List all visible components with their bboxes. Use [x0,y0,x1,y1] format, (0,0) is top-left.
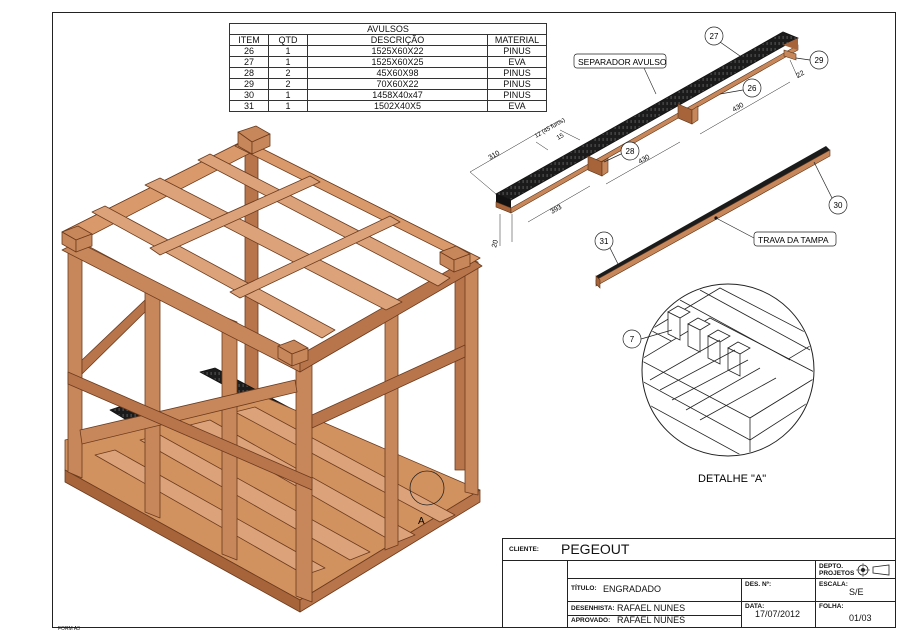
balloon-28-circle [620,141,640,161]
crate-illustration [61,125,483,613]
cliente-value: PEGEOUT [561,541,630,557]
balloons [594,26,848,349]
cell: 31 [229,100,269,112]
balloon-27: 27 [710,32,719,41]
trava-da-tampa-view [595,146,831,289]
dim-430-b: 430 [732,102,746,114]
balloon-26: 26 [748,84,757,93]
balloon-27-circle [704,26,724,46]
drawing-sheet-border [52,12,896,628]
balloon-31-circle [594,231,614,251]
dim-22: 22 [796,70,806,80]
des-no-label: DES. Nº: [745,581,772,588]
escala-label: ESCALA: [819,581,848,588]
dim-430-a: 430 [638,154,652,166]
dim-393: 393 [550,204,564,216]
data-label: DATA: [745,603,765,610]
detail-a-view [641,283,815,457]
escala-value: S/E [849,587,864,597]
detail-a-marker-label: A [418,516,425,527]
title-block: CLIENTE: PEGEOUT DEPTO. PROJETOS TÍTULO:… [502,538,896,628]
balloon-7: 7 [630,335,635,344]
depto-label: DEPTO. PROJETOS [819,563,855,577]
separador-label-box [573,53,667,69]
dim-310: 310 [488,150,502,162]
separator-avulso-view [469,31,799,246]
aprovado-label: APROVADO: [571,617,611,624]
balloon-30: 30 [834,201,843,210]
data-value: 17/07/2012 [755,609,801,619]
dim-20: 20 [491,239,500,248]
trava-da-tampa-label: TRAVA DA TAMPA [758,235,829,245]
titulo-value: ENGRADADO [603,584,662,594]
cell: EVA [487,100,547,112]
folha-label: FOLHA: [819,603,844,610]
dim-15: 15 [556,132,566,142]
aprovado-value: RAFAEL NUNES [617,615,686,625]
balloon-26-circle [742,78,762,98]
titulo-label: TÍTULO: [571,585,597,592]
balloon-28: 28 [626,147,635,156]
balloon-29: 29 [815,56,824,65]
trava-label-box [753,231,837,247]
balloon-31: 31 [600,237,609,246]
desenhista-value: RAFAEL NUNES [617,603,686,613]
separador-avulso-label: SEPARADOR AVULSO [578,57,667,67]
detalhe-a-title: DETALHE "A" [698,473,766,485]
desenhista-label: DESENHISTA: [571,605,615,612]
folha-value: 01/03 [849,613,872,623]
cliente-label: CLIENTE: [509,546,539,553]
balloon-30-circle [828,195,848,215]
form-label: FORM A3 [58,626,80,632]
projection-symbol-icon [855,563,891,577]
detail-a-marker-circle [409,470,445,506]
cell: EVA [487,56,547,68]
